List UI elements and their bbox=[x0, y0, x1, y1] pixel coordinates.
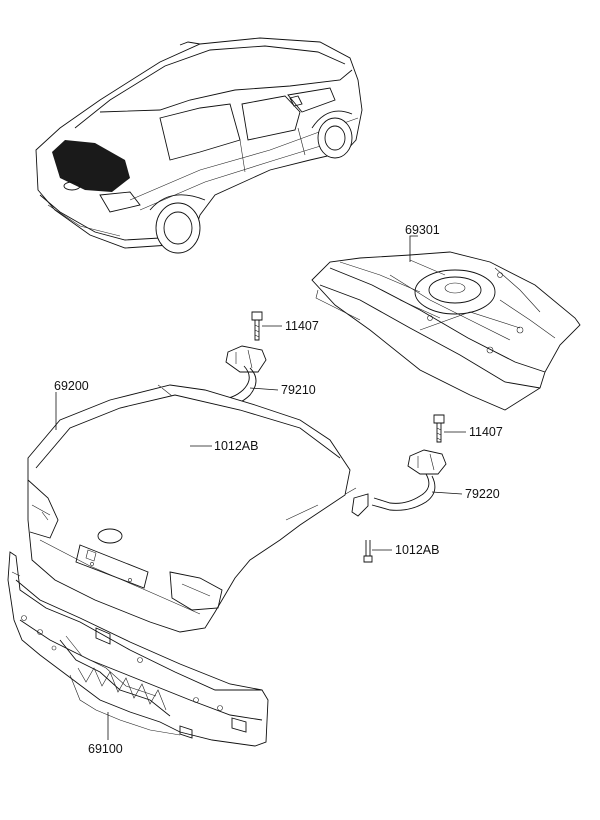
callout-hinge-left: 79210 bbox=[281, 383, 316, 397]
callout-bolt-small-left: 1012AB bbox=[214, 439, 258, 453]
callout-bolt-left: 11407 bbox=[285, 319, 319, 333]
callout-bolt-right: 11407 bbox=[469, 425, 503, 439]
callout-bolt-small-right: 1012AB bbox=[395, 543, 439, 557]
right-hinge-assembly-drawing bbox=[299, 414, 447, 563]
trunk-lid-drawing bbox=[27, 384, 351, 633]
vehicle-overview-illustration bbox=[35, 37, 363, 254]
callout-hinge-right: 79220 bbox=[465, 487, 500, 501]
callout-trunk-lid: 69200 bbox=[54, 379, 89, 393]
callout-rear-floor-panel: 69301 bbox=[405, 223, 440, 237]
rear-floor-panel-drawing bbox=[311, 251, 581, 411]
left-hinge-assembly-drawing bbox=[157, 311, 267, 459]
callout-back-panel: 69100 bbox=[88, 742, 123, 756]
leader-lines bbox=[55, 235, 466, 740]
